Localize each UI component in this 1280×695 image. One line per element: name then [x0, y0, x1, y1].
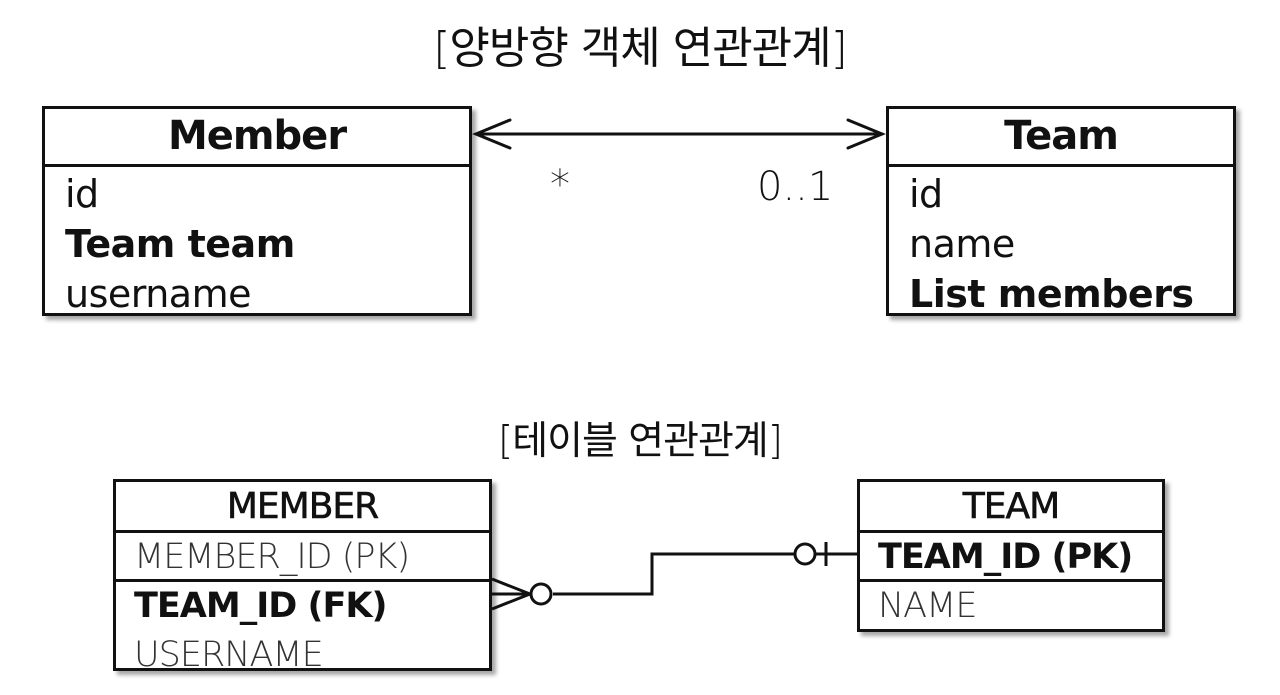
team-field-members: List members [909, 272, 1194, 316]
team-table-box: TEAM TEAM_ID (PK) NAME [857, 479, 1165, 632]
member-column-team-id: TEAM_ID (FK) [134, 586, 387, 626]
member-column-username: USERNAME [134, 635, 324, 675]
team-multiplicity-label: 0..1 [757, 164, 834, 210]
bidirectional-association-arrow [472, 118, 886, 150]
team-class-box: Team id name List members [886, 106, 1236, 316]
erd-relationship-line [553, 552, 857, 596]
member-class-name: Member [45, 109, 469, 167]
member-column-member-id: MEMBER_ID (PK) [116, 533, 489, 582]
member-class-box: Member id Team team username [42, 106, 472, 316]
table-relationship-title: [테이블 연관관계] [498, 419, 783, 464]
member-multiplicity-label: * [550, 162, 570, 208]
team-column-team-id: TEAM_ID (PK) [860, 533, 1162, 582]
zero-or-one-marker-icon [793, 542, 828, 566]
member-table-name: MEMBER [116, 482, 489, 533]
team-table-name: TEAM [860, 482, 1162, 533]
member-field-team: Team team [65, 222, 295, 266]
team-field-id: id [909, 172, 943, 216]
member-field-id: id [65, 172, 99, 216]
team-class-name: Team [889, 109, 1233, 167]
zero-or-many-crowfoot-icon [491, 577, 553, 611]
team-field-name: name [909, 222, 1015, 266]
member-table-box: MEMBER MEMBER_ID (PK) TEAM_ID (FK) USERN… [113, 479, 492, 675]
team-column-name: NAME [878, 586, 977, 626]
object-relationship-title: [양방향 객체 연관관계] [433, 23, 848, 74]
member-field-username: username [65, 272, 251, 316]
